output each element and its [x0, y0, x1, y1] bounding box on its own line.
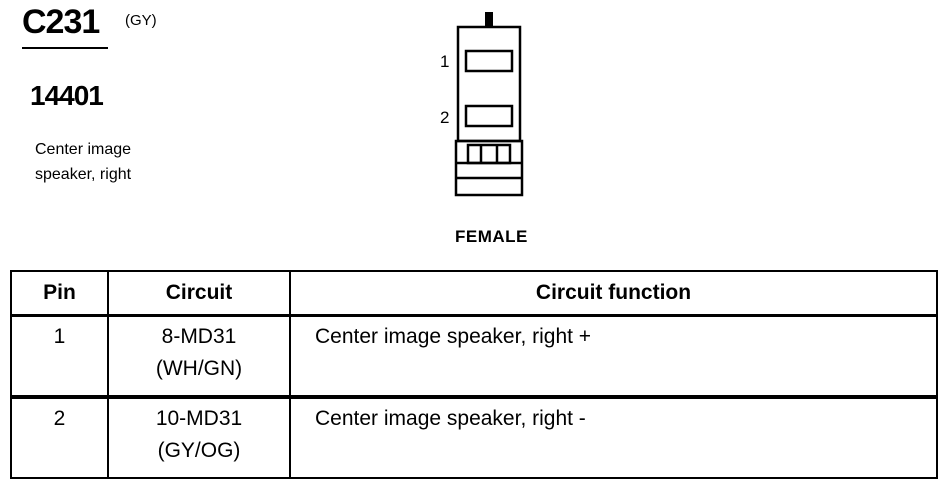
- connector-face-diagram: [454, 12, 524, 197]
- connector-gender-label: FEMALE: [455, 227, 528, 246]
- circuit-cell: 8-MD31 (WH/GN): [107, 314, 291, 399]
- connector-id-underline: [22, 47, 108, 49]
- wire-color: (WH/GN): [155, 357, 243, 380]
- pin-label-2: 2: [440, 108, 450, 127]
- description-line-2: speaker, right: [35, 166, 132, 183]
- connector-description: Center image speaker, right: [35, 137, 195, 187]
- pin-label-1: 1: [440, 52, 450, 71]
- pinout-table: Pin Circuit Circuit function 1 8-MD31 (W…: [10, 270, 938, 479]
- connector-latch-tab: [485, 12, 493, 28]
- connector-housing: [456, 25, 522, 143]
- column-header-circuit: Circuit: [107, 270, 291, 317]
- pin-cavity-1: [464, 49, 514, 73]
- connector-lock-tab: [466, 143, 512, 165]
- part-number: 14401: [30, 80, 104, 111]
- table-row: 2 10-MD31 (GY/OG) Center image speaker, …: [10, 396, 938, 479]
- function-cell: Center image speaker, right -: [289, 396, 938, 479]
- column-header-function: Circuit function: [289, 270, 938, 317]
- connector-rear-body: [454, 139, 524, 197]
- pin-cavity-2: [464, 104, 514, 128]
- column-header-pin: Pin: [10, 270, 109, 317]
- description-line-1: Center image: [35, 141, 132, 158]
- pin-cell: 2: [10, 396, 109, 479]
- circuit-id: 10-MD31: [155, 407, 243, 430]
- table-header-row: Pin Circuit Circuit function: [10, 270, 938, 317]
- wire-color: (GY/OG): [157, 439, 241, 462]
- circuit-cell: 10-MD31 (GY/OG): [107, 396, 291, 479]
- connector-id: C231: [22, 3, 100, 41]
- connector-color-code: (GY): [125, 12, 157, 29]
- circuit-id: 8-MD31: [161, 325, 237, 348]
- function-cell: Center image speaker, right +: [289, 314, 938, 399]
- table-row: 1 8-MD31 (WH/GN) Center image speaker, r…: [10, 314, 938, 399]
- pin-cell: 1: [10, 314, 109, 399]
